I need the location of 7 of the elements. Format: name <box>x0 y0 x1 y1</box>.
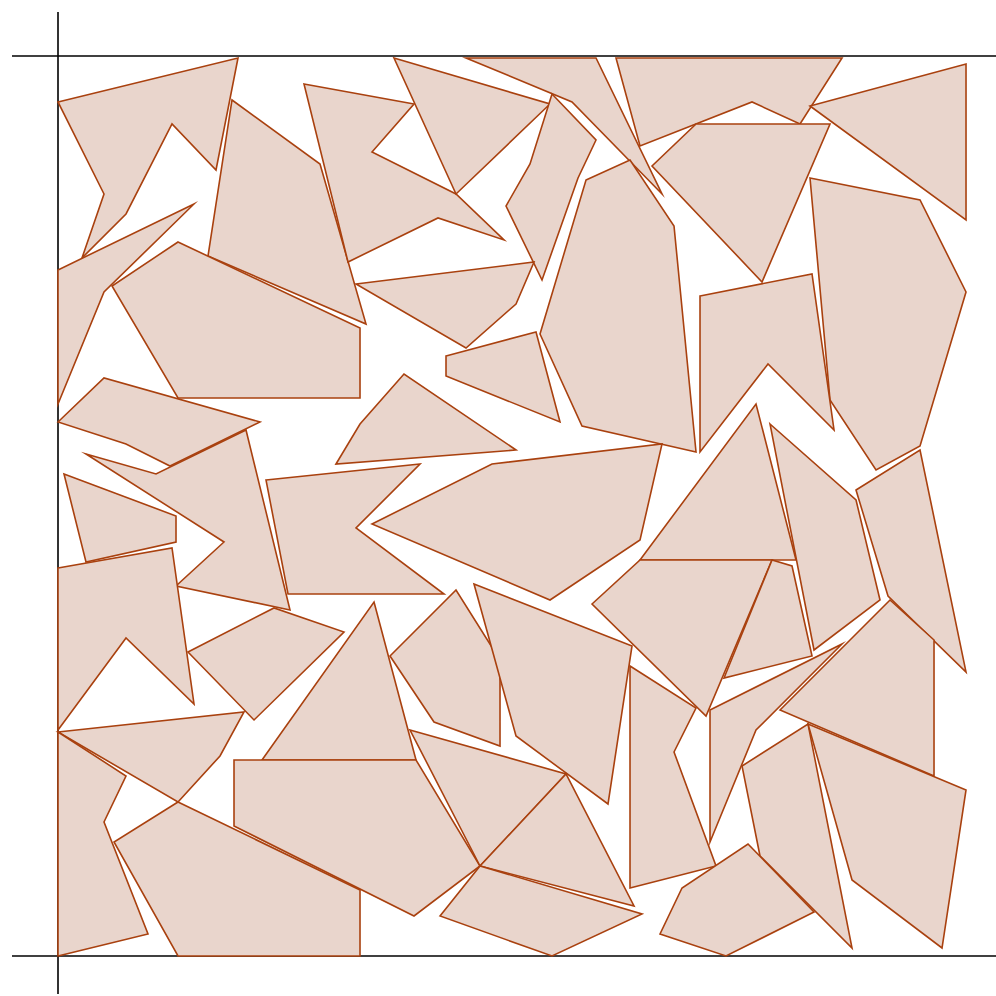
polygon <box>265 462 447 595</box>
polygon <box>741 722 854 951</box>
polygon <box>233 759 482 917</box>
polygon <box>445 331 562 424</box>
polygon <box>809 177 967 472</box>
polygon <box>389 588 501 748</box>
polygon <box>855 448 968 675</box>
